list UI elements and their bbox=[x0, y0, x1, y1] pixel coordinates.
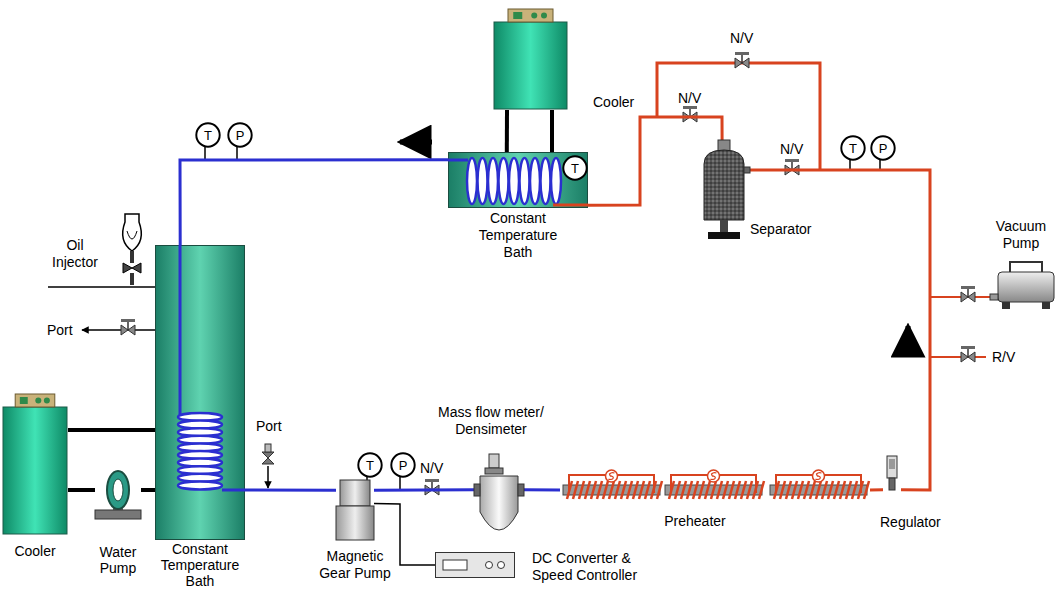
preheater-shape bbox=[560, 473, 870, 507]
component-label: Preheater bbox=[650, 513, 740, 530]
gauge-letter: T bbox=[195, 128, 221, 143]
gauge-letter: T bbox=[840, 141, 866, 156]
pipe-line bbox=[588, 117, 722, 205]
port-label: Port bbox=[47, 322, 73, 338]
magnetic-gear-pump: Magnetic Gear Pump bbox=[336, 478, 374, 542]
valve-label: N/V bbox=[730, 30, 753, 46]
gauge-letter: T bbox=[357, 458, 383, 473]
component-label: Separator bbox=[750, 221, 830, 238]
component-label: Cooler bbox=[2, 543, 68, 560]
pipe-line bbox=[524, 488, 560, 491]
gauge-letter: P bbox=[227, 128, 253, 143]
component-label: Constant Temperature Bath bbox=[468, 210, 568, 261]
cooler-unit: Cooler bbox=[493, 8, 568, 110]
cooler-unit-shape bbox=[2, 393, 68, 535]
oil-injector: Oil Injector bbox=[118, 213, 146, 285]
temperature-gauge: T bbox=[357, 452, 383, 478]
pressure-regulator: Regulator bbox=[883, 456, 901, 492]
component-label: Water Pump bbox=[88, 544, 148, 576]
gauge-letter: P bbox=[390, 458, 416, 473]
cooler-unit-shape bbox=[493, 8, 568, 110]
pipe-line bbox=[141, 488, 155, 492]
pressure-regulator-shape bbox=[883, 456, 901, 492]
separator-vessel: Separator bbox=[700, 140, 748, 240]
pipe-line bbox=[68, 428, 155, 432]
vacuum-pump-shape bbox=[990, 258, 1056, 310]
valve-label: N/V bbox=[678, 90, 701, 106]
oil-injector-shape bbox=[118, 213, 146, 285]
mass-flow-meter: Mass flow meter/ Densimeter bbox=[474, 452, 524, 540]
magnetic-gear-pump-shape bbox=[336, 478, 374, 542]
temperature-gauge: T bbox=[840, 135, 866, 161]
component-label: Mass flow meter/ Densimeter bbox=[418, 404, 564, 438]
water-pump-shape bbox=[95, 470, 141, 520]
valve-symbol bbox=[425, 479, 439, 495]
valve-symbol bbox=[961, 346, 975, 362]
valve-label: N/V bbox=[420, 460, 443, 476]
valve-symbol bbox=[262, 444, 274, 464]
pressure-gauge: P bbox=[870, 135, 896, 161]
component-label: Vacuum Pump bbox=[986, 218, 1056, 252]
speed-controller-shape bbox=[435, 552, 515, 578]
component-label: Magnetic Gear Pump bbox=[315, 548, 395, 582]
pipe-line bbox=[180, 160, 448, 245]
valve-symbol bbox=[683, 106, 697, 122]
speed-controller: DC Converter & Speed Controller bbox=[435, 552, 515, 578]
preheater: Preheater bbox=[560, 473, 870, 507]
cooler-unit: Cooler bbox=[2, 393, 68, 535]
water-pump: Water Pump bbox=[95, 470, 141, 520]
constant-temperature-bath-shape bbox=[155, 245, 245, 540]
temperature-gauge: T bbox=[562, 155, 588, 181]
pressure-gauge: P bbox=[390, 452, 416, 478]
temperature-gauge: T bbox=[195, 122, 221, 148]
valve-label: R/V bbox=[992, 349, 1015, 365]
vacuum-pump: Vacuum Pump bbox=[990, 258, 1056, 310]
separator-vessel-shape bbox=[700, 140, 748, 240]
pipe-line bbox=[870, 488, 883, 491]
component-label: Constant Temperature Bath bbox=[153, 541, 247, 589]
valve-symbol bbox=[785, 159, 799, 175]
port-label: Port bbox=[256, 418, 282, 434]
component-label: DC Converter & Speed Controller bbox=[532, 550, 650, 584]
component-label: Cooler bbox=[593, 94, 653, 111]
valve-label: N/V bbox=[780, 141, 803, 157]
gauge-letter: T bbox=[562, 161, 588, 176]
constant-temperature-bath: Constant Temperature Bath bbox=[155, 245, 245, 540]
component-label: Regulator bbox=[880, 514, 952, 531]
component-label: Oil Injector bbox=[46, 237, 104, 271]
gauge-letter: P bbox=[870, 141, 896, 156]
valve-symbol bbox=[961, 286, 975, 302]
pipe-line bbox=[748, 170, 930, 490]
pipe-line bbox=[505, 110, 509, 152]
pipe-line bbox=[245, 488, 336, 491]
pipe-line bbox=[374, 488, 474, 491]
pipe-line bbox=[68, 488, 95, 492]
pressure-gauge: P bbox=[227, 122, 253, 148]
mass-flow-meter-shape bbox=[474, 452, 524, 540]
valve-symbol bbox=[735, 52, 749, 68]
valve-symbol bbox=[121, 319, 135, 335]
